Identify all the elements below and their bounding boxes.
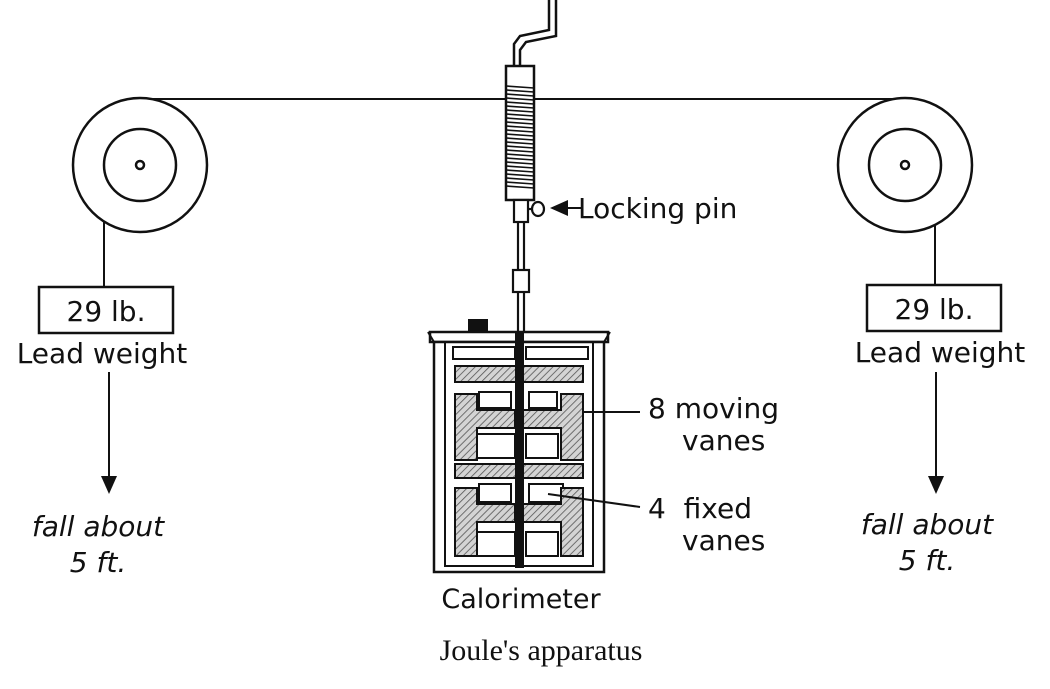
drum-coil-line [505,149,535,153]
right-lead-weight: 29 lb. [865,283,1003,333]
locking-pin-label: Locking pin [578,192,737,225]
drum-coil-line [505,133,535,137]
right-weight-value: 29 lb. [895,293,974,326]
drum-coil-line [505,177,535,181]
right-pulley [836,96,974,234]
drum-coil-line [505,137,535,141]
drum-coil-line [505,105,535,109]
figure-caption: Joule's apparatus [440,634,643,667]
drum-coil-line [505,97,535,101]
left-fall-label-line1: fall about [32,510,165,543]
drum-coil-line [505,141,535,145]
left-weight-caption: Lead weight [17,337,188,370]
drum-coil-line [505,85,535,89]
drum-coil-line [505,157,535,161]
moving-vanes-label-line1: 8 moving [648,392,779,425]
drum-coil-line [505,165,535,169]
fixed-vanes-label-line1: 4 fixed [648,492,752,525]
fixed-vanes-leader [547,493,641,508]
drum-coil-line [505,129,535,133]
drum-coil-line [505,161,535,165]
drum-coil-line [505,93,535,97]
right-fall-label-line1: fall about [861,508,994,541]
drum-coil-line [505,121,535,125]
drum-coil-line [505,113,535,117]
locking-pin [528,200,546,218]
right-weight-caption: Lead weight [855,336,1026,369]
drum-coil-line [505,89,535,93]
drum-coil-line [505,125,535,129]
drum-coil-line [505,185,535,189]
drum-coil-line [505,153,535,157]
drum-coil-line [505,173,535,177]
drum-coil-line [505,101,535,105]
left-fall-label-line2: 5 ft. [70,546,126,579]
drum-coil-line [505,117,535,121]
left-lead-weight: 29 lb. [37,285,175,335]
drum-coil-line [505,109,535,113]
right-fall-label-line2: 5 ft. [899,544,955,577]
winding-drum [504,64,536,224]
drum-coil-line [505,169,535,173]
fixed-vanes-label-line2: vanes [682,524,765,557]
drum-coil-line [505,145,535,149]
shaft [511,222,531,332]
calorimeter-label: Calorimeter [441,584,601,615]
left-pulley [71,96,209,234]
crank-handle [512,0,558,66]
calorimeter [427,319,611,574]
drum-coil-line [505,181,535,185]
left-weight-value: 29 lb. [67,295,146,328]
moving-vanes-label-line2: vanes [682,424,765,457]
